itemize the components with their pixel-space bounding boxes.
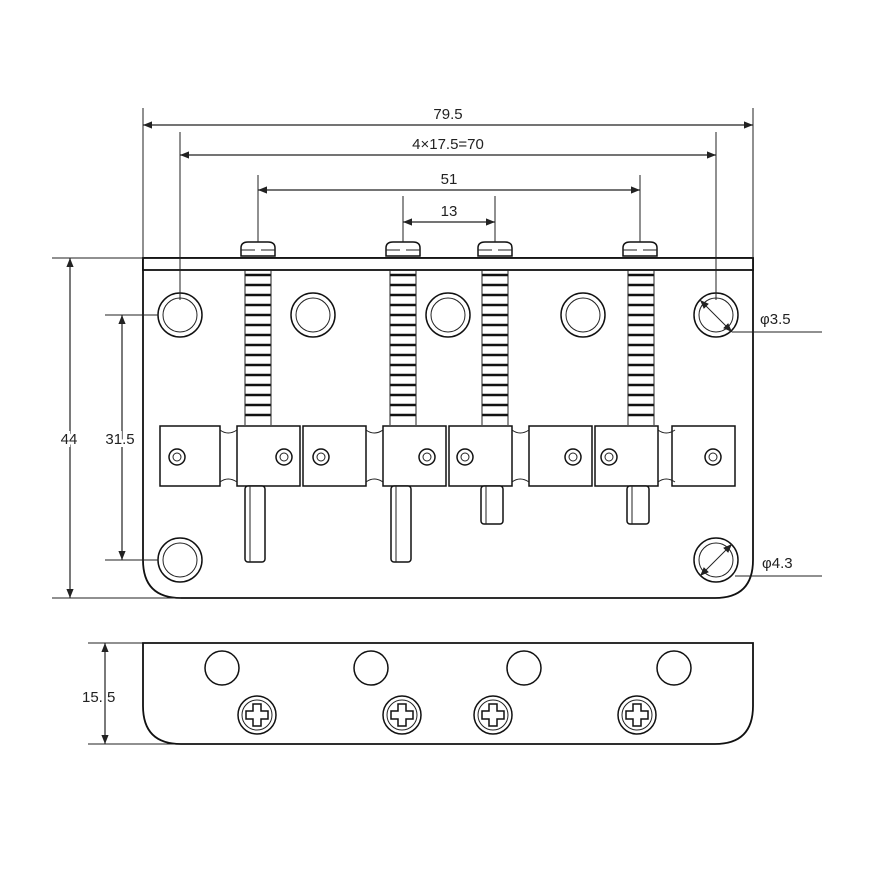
saddles bbox=[159, 425, 736, 487]
inner-spacing-label: 13 bbox=[441, 203, 458, 220]
screw-tails bbox=[244, 485, 650, 563]
string-holes bbox=[290, 292, 606, 338]
overall-width-label: 79.5 bbox=[433, 106, 462, 123]
hole-small-label: φ3.5 bbox=[760, 311, 791, 328]
intonation-springs bbox=[244, 268, 656, 427]
rear-lip bbox=[142, 257, 754, 271]
dimension-lines bbox=[52, 108, 754, 745]
height-label: 44 bbox=[61, 431, 78, 448]
hole-vertical-label: 31.5 bbox=[105, 431, 134, 448]
base-plate bbox=[142, 257, 754, 599]
mount-spacing-label: 4×17.5=70 bbox=[412, 136, 484, 153]
saddle-span-label: 51 bbox=[441, 171, 458, 188]
side-height-label: 15. 5 bbox=[82, 689, 115, 706]
hole-large-label: φ4.3 bbox=[762, 555, 793, 572]
side-plate bbox=[142, 642, 754, 745]
bridge-side-view bbox=[142, 642, 754, 745]
side-holes bbox=[204, 650, 692, 686]
adjustment-screw-heads bbox=[240, 241, 658, 257]
bridge-top-view bbox=[142, 241, 822, 599]
